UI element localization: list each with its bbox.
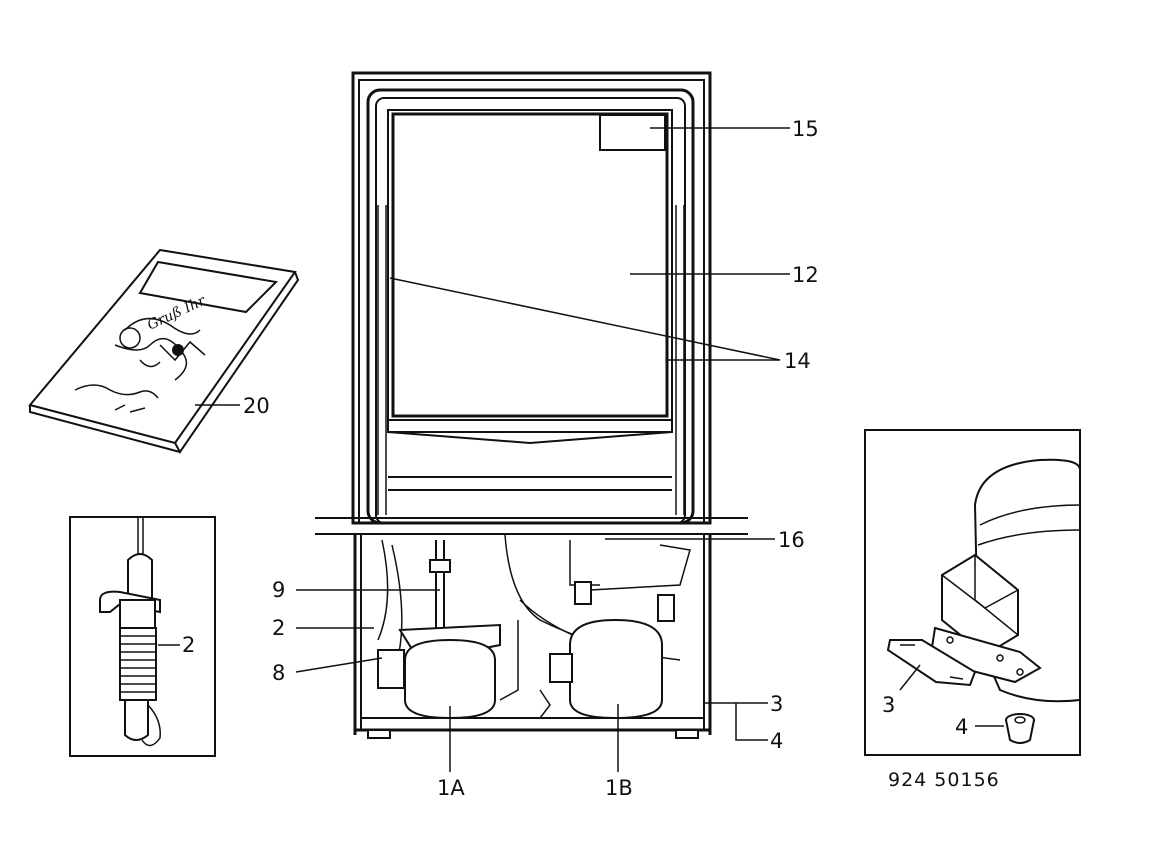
- compressor-1b: [569, 618, 663, 720]
- inset-compressor: 3 4: [864, 429, 1081, 756]
- label-inset-grommet-4: 4: [955, 715, 968, 739]
- label-manual-20: 20: [243, 394, 270, 418]
- section-break: [315, 517, 748, 535]
- label-thermostat-15: 15: [792, 117, 819, 141]
- inset-probe: 2: [69, 516, 216, 757]
- drawing-number: 924 50156: [888, 769, 1000, 791]
- label-compressor-1a: 1A: [437, 776, 465, 800]
- compressor-1a: [404, 638, 496, 720]
- thermostat-housing: [599, 114, 666, 151]
- label-capillary-9: 9: [272, 578, 285, 602]
- gasket-left: [377, 205, 387, 515]
- label-gasket-14: 14: [784, 349, 811, 373]
- label-inset-bracket-3: 3: [882, 693, 895, 717]
- label-part-16: 16: [778, 528, 805, 552]
- label-part-8: 8: [272, 661, 285, 685]
- label-part-4: 4: [770, 729, 783, 753]
- manual-illustration: Gruß Ihr: [114, 292, 209, 381]
- label-liner-12: 12: [792, 263, 819, 287]
- label-inset-probe-2: 2: [182, 633, 195, 657]
- manual-handwriting: Gruß Ihr: [145, 292, 209, 333]
- probe-coil: [119, 627, 157, 701]
- machine-compartment: [353, 534, 712, 739]
- label-part-2: 2: [272, 616, 285, 640]
- cabinet: [351, 71, 712, 525]
- label-part-3: 3: [770, 692, 783, 716]
- mounting-bracket: [886, 639, 977, 687]
- instruction-manual: Gruß Ihr: [28, 248, 300, 454]
- rubber-grommet: [1005, 713, 1035, 744]
- leader-lines: [195, 127, 790, 772]
- label-compressor-1b: 1B: [605, 776, 633, 800]
